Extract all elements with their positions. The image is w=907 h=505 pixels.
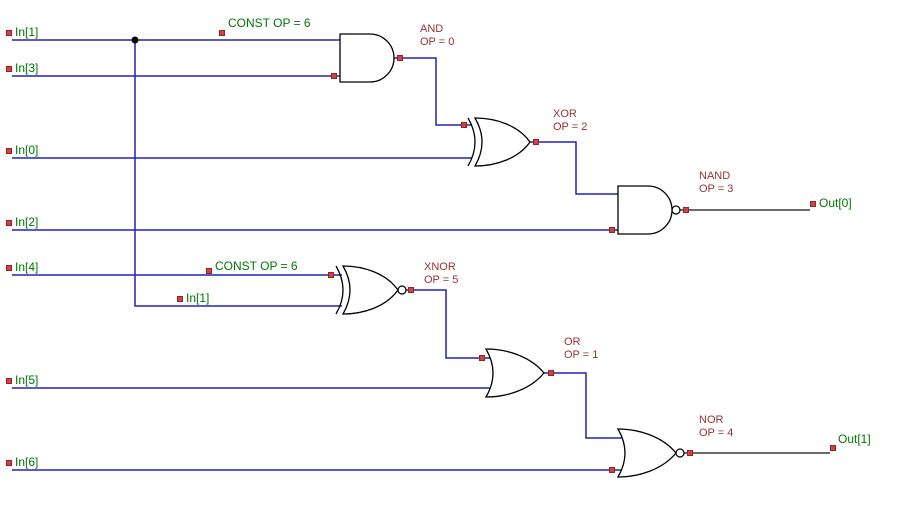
port-marker-nor-input[interactable] <box>609 467 615 473</box>
gate-label-nand-type: NAND <box>699 170 730 182</box>
xnor-gate-inverter-bubble[interactable] <box>397 285 407 295</box>
gate-label-xnor-op: OP = 5 <box>424 274 458 286</box>
wire-xnor-to-or[interactable] <box>406 289 492 359</box>
or-gate[interactable] <box>484 348 545 398</box>
xor-gate-body[interactable] <box>473 117 531 167</box>
gate-label-nor-type: NOR <box>699 414 724 426</box>
port-marker-in4[interactable] <box>6 265 12 271</box>
port-marker-nand-output[interactable] <box>683 207 689 213</box>
gate-label-xor-op: OP = 2 <box>553 121 587 133</box>
nand-gate[interactable] <box>617 185 681 235</box>
input-label-in3: In[3] <box>15 61 38 75</box>
const-label-2: CONST OP = 6 <box>215 259 298 273</box>
output-label-out1: Out[1] <box>838 432 871 446</box>
xor-gate[interactable] <box>467 117 531 167</box>
port-marker-out0[interactable] <box>810 201 816 207</box>
port-marker-or-input[interactable] <box>479 355 485 361</box>
port-marker-in6[interactable] <box>6 460 12 466</box>
port-marker-in1[interactable] <box>6 30 12 36</box>
input-label-in1: In[1] <box>15 25 38 39</box>
port-marker-in2[interactable] <box>6 220 12 226</box>
input-label-in4: In[4] <box>15 260 38 274</box>
input-label-in2: In[2] <box>15 215 38 229</box>
gate-label-nand-op: OP = 3 <box>699 183 733 195</box>
port-marker-xor-output[interactable] <box>533 139 539 145</box>
input-label-in6: In[6] <box>15 455 38 469</box>
input-label-in1-branch: In[1] <box>186 291 209 305</box>
port-marker-xnor-input[interactable] <box>328 272 334 278</box>
port-marker-xnor-output[interactable] <box>408 287 414 293</box>
xnor-gate-body[interactable] <box>341 265 399 315</box>
input-label-in0: In[0] <box>15 143 38 157</box>
gate-label-or-type: OR <box>564 336 581 348</box>
xnor-gate[interactable] <box>335 265 407 315</box>
gate-label-and-type: AND <box>420 23 443 35</box>
gate-label-or-op: OP = 1 <box>564 349 598 361</box>
port-marker-or-output[interactable] <box>548 370 554 376</box>
nor-gate-inverter-bubble[interactable] <box>675 448 685 458</box>
port-marker-out1[interactable] <box>830 445 836 451</box>
gate-label-xnor-type: XNOR <box>424 261 456 273</box>
port-marker-in0[interactable] <box>6 148 12 154</box>
wire-junction-dot <box>131 36 139 44</box>
nor-gate-body[interactable] <box>616 428 677 478</box>
port-marker-const-1[interactable] <box>219 30 225 36</box>
wire-and-to-xor[interactable] <box>394 57 472 126</box>
and-gate-body[interactable] <box>339 33 395 83</box>
port-marker-and-input[interactable] <box>331 73 337 79</box>
gate-label-xor-type: XOR <box>553 108 577 120</box>
gate-label-nor-op: OP = 4 <box>699 427 733 439</box>
or-gate-body[interactable] <box>484 348 545 398</box>
xnor-gate-input-arc[interactable] <box>335 265 344 315</box>
port-marker-in5[interactable] <box>6 378 12 384</box>
port-marker-in3[interactable] <box>6 66 12 72</box>
input-label-in5: In[5] <box>15 373 38 387</box>
port-marker-xor-input[interactable] <box>461 122 467 128</box>
and-gate[interactable] <box>339 33 395 83</box>
nor-gate[interactable] <box>616 428 685 478</box>
gate-label-and-op: OP = 0 <box>420 36 454 48</box>
wire-xor-to-nand[interactable] <box>530 141 622 195</box>
wire-in1-branch-to-xnor[interactable] <box>134 40 342 307</box>
port-marker-const-2[interactable] <box>206 268 212 274</box>
output-label-out0: Out[0] <box>819 196 852 210</box>
wire-or-to-nor[interactable] <box>544 372 624 439</box>
nand-gate-inverter-bubble[interactable] <box>671 205 681 215</box>
const-label-1: CONST OP = 6 <box>228 16 311 30</box>
xor-gate-input-arc[interactable] <box>467 117 476 167</box>
nand-gate-body[interactable] <box>617 185 673 235</box>
port-marker-nor-output[interactable] <box>687 450 693 456</box>
port-marker-and-output[interactable] <box>397 55 403 61</box>
port-marker-in1-branch[interactable] <box>177 296 183 302</box>
port-marker-nand-input[interactable] <box>609 227 615 233</box>
